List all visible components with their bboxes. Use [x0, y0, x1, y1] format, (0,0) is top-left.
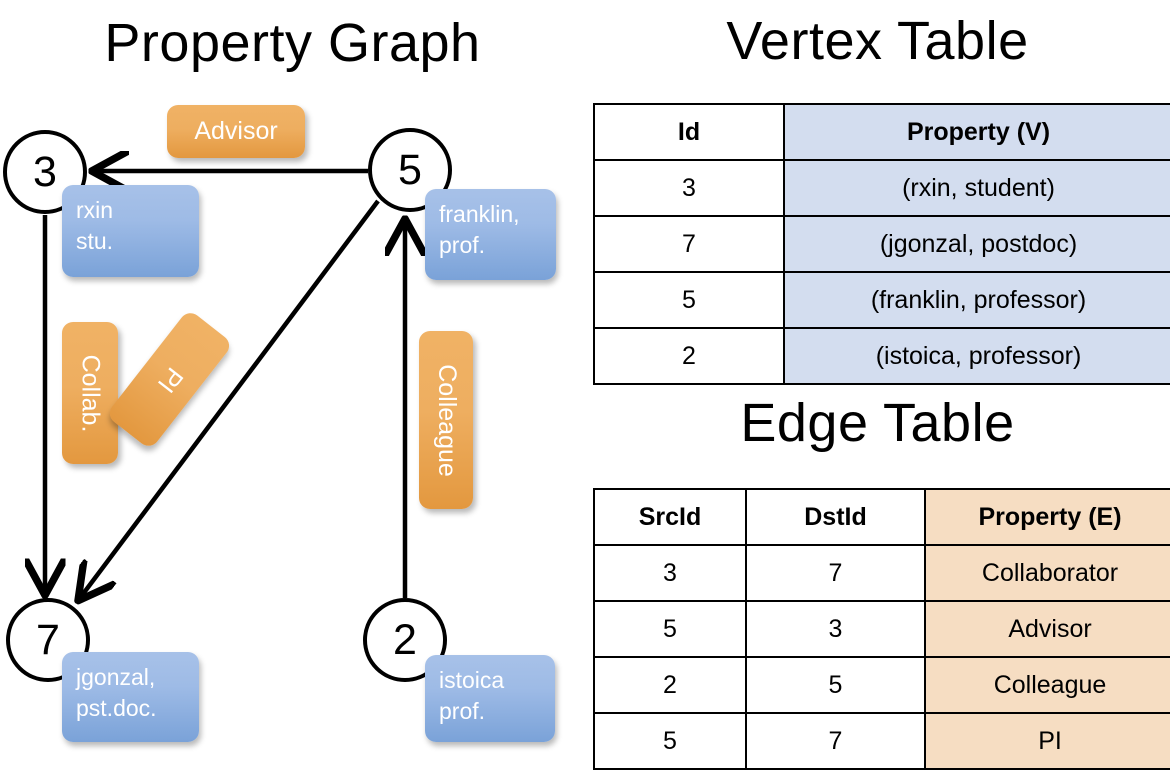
table-row: 7 (jgonzal, postdoc): [593, 215, 1170, 273]
edge-table-header-dstid: DstId: [745, 488, 926, 546]
node-7-property-line2: pst.doc.: [76, 695, 157, 722]
edge-label-pi-text: PI: [151, 361, 189, 398]
vertex-table-header-row: Id Property (V): [593, 103, 1170, 161]
edge-table: SrcId DstId Property (E) 3 7 Collaborato…: [593, 488, 1170, 770]
edge-cell-srcid: 5: [593, 600, 747, 658]
vertex-cell-id: 3: [593, 159, 785, 217]
edge-cell-dstid: 5: [745, 656, 926, 714]
edge-table-header-row: SrcId DstId Property (E): [593, 488, 1170, 546]
page-title-vertex-table: Vertex Table: [726, 11, 1029, 71]
table-row: 5 7 PI: [593, 712, 1170, 770]
edge-label-colleague-text: Colleague: [432, 363, 461, 477]
edge-table-header-property: Property (E): [924, 488, 1170, 546]
edge-label-collab: Collab.: [62, 322, 118, 464]
graph-node-5-label: 5: [398, 145, 422, 194]
vertex-cell-id: 7: [593, 215, 785, 273]
edge-cell-property: Advisor: [924, 600, 1170, 658]
graph-node-3-label: 3: [33, 147, 57, 196]
edge-5-to-7: [80, 199, 380, 598]
node-5-property-line1: franklin,: [439, 201, 520, 227]
table-row: 5 3 Advisor: [593, 600, 1170, 658]
table-row: 3 (rxin, student): [593, 159, 1170, 217]
edge-label-advisor: Advisor: [167, 105, 305, 158]
edge-label-collab-text: Collab.: [76, 354, 105, 432]
edge-cell-property: PI: [924, 712, 1170, 770]
graph-edge-lines: [0, 0, 585, 760]
node-2-property-callout: istoica prof.: [425, 655, 555, 742]
page-title-property-graph: Property Graph: [104, 13, 481, 73]
edge-cell-srcid: 5: [593, 712, 747, 770]
vertex-cell-property: (jgonzal, postdoc): [783, 215, 1170, 273]
node-2-property-line1: istoica: [439, 667, 505, 693]
edge-cell-property: Colleague: [924, 656, 1170, 714]
vertex-cell-id: 5: [593, 271, 785, 329]
graph-node-7-label: 7: [36, 615, 60, 664]
vertex-cell-id: 2: [593, 327, 785, 385]
node-3-property-line2: stu.: [76, 228, 114, 255]
edge-label-colleague: Colleague: [419, 331, 473, 509]
node-7-property-line1: jgonzal,: [76, 664, 156, 690]
node-3-property-line1: rxin: [76, 197, 114, 223]
edge-cell-property: Collaborator: [924, 544, 1170, 602]
node-2-property-line2: prof.: [439, 698, 486, 725]
table-row: 2 5 Colleague: [593, 656, 1170, 714]
graph-node-2-label: 2: [393, 615, 417, 664]
page-title-edge-table: Edge Table: [740, 393, 1015, 453]
graph-node-2[interactable]: 2: [363, 598, 447, 682]
table-row: 2 (istoica, professor): [593, 327, 1170, 385]
edge-cell-srcid: 3: [593, 544, 747, 602]
node-7-property-callout: jgonzal, pst.doc.: [62, 652, 199, 742]
vertex-table: Id Property (V) 3 (rxin, student) 7 (jgo…: [593, 103, 1170, 385]
node-5-property-callout: franklin, prof.: [425, 189, 556, 280]
vertex-cell-property: (istoica, professor): [783, 327, 1170, 385]
edge-table-header-srcid: SrcId: [593, 488, 747, 546]
edge-cell-srcid: 2: [593, 656, 747, 714]
table-row: 5 (franklin, professor): [593, 271, 1170, 329]
node-3-property-callout: rxin stu.: [62, 185, 199, 277]
edge-cell-dstid: 7: [745, 544, 926, 602]
edge-cell-dstid: 7: [745, 712, 926, 770]
edge-label-advisor-text: Advisor: [194, 117, 278, 145]
vertex-table-header-id: Id: [593, 103, 785, 161]
vertex-cell-property: (rxin, student): [783, 159, 1170, 217]
property-graph-diagram: 3 5 7 2 rxin stu. franklin, prof. jgonza…: [0, 0, 585, 760]
vertex-table-header-property: Property (V): [783, 103, 1170, 161]
node-5-property-line2: prof.: [439, 232, 486, 259]
vertex-cell-property: (franklin, professor): [783, 271, 1170, 329]
edge-cell-dstid: 3: [745, 600, 926, 658]
graph-node-5[interactable]: 5: [368, 128, 452, 212]
table-row: 3 7 Collaborator: [593, 544, 1170, 602]
